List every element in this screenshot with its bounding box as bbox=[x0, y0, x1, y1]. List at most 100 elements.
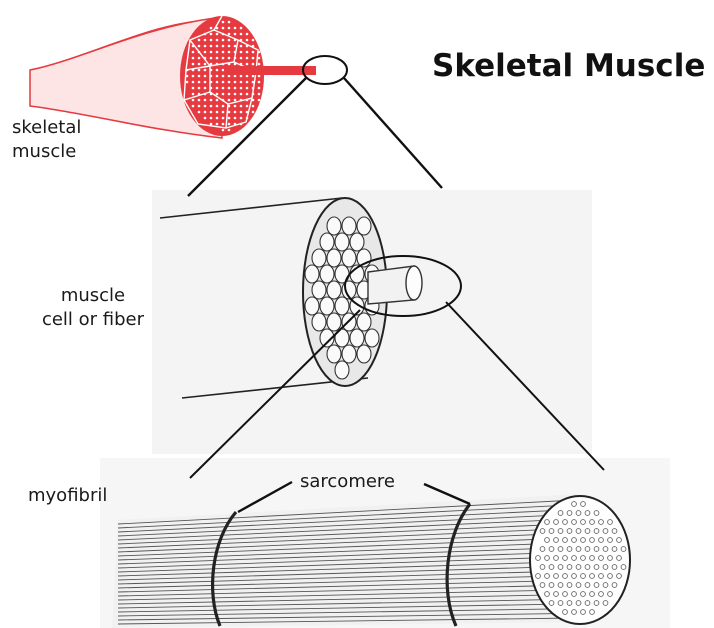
myofiber-dot bbox=[228, 57, 231, 60]
myofiber-dot bbox=[192, 63, 195, 66]
myofiber-dot bbox=[222, 123, 225, 126]
myofiber-dot bbox=[252, 105, 255, 108]
myofiber-dot bbox=[246, 93, 249, 96]
myofiber-dot bbox=[192, 57, 195, 60]
myofiber-dot bbox=[216, 81, 219, 84]
myofiber-dot bbox=[222, 111, 225, 114]
myofiber-dot bbox=[210, 51, 213, 54]
myofiber-dot bbox=[240, 45, 243, 48]
myofiber-dot bbox=[240, 75, 243, 78]
myofiber-dot bbox=[246, 81, 249, 84]
myofiber-dot bbox=[234, 93, 237, 96]
myofiber-dot bbox=[216, 111, 219, 114]
myofiber-dot bbox=[234, 45, 237, 48]
myofiber-dot bbox=[222, 45, 225, 48]
myofiber-dot bbox=[216, 27, 219, 30]
myofiber-dot bbox=[210, 33, 213, 36]
myofiber-dot bbox=[204, 57, 207, 60]
myofiber-dot bbox=[210, 93, 213, 96]
myofiber-dot bbox=[258, 93, 261, 96]
myofiber-dot bbox=[240, 117, 243, 120]
myofiber-dot bbox=[210, 57, 213, 60]
myofiber-dot bbox=[258, 51, 261, 54]
myofiber-dot bbox=[252, 39, 255, 42]
myofiber-dot bbox=[246, 63, 249, 66]
myofibril-bundle-circle bbox=[327, 281, 341, 299]
myofiber-dot bbox=[252, 93, 255, 96]
myofibril-bundle-circle bbox=[327, 345, 341, 363]
myofibril-bundle-circle bbox=[342, 217, 356, 235]
zoom-line-right-1 bbox=[344, 78, 442, 188]
myofiber-dot bbox=[192, 45, 195, 48]
myofibril-bundle-circle bbox=[305, 265, 319, 283]
myofiber-dot bbox=[192, 51, 195, 54]
myofiber-dot bbox=[240, 33, 243, 36]
myofiber-dot bbox=[234, 57, 237, 60]
myofiber-dot bbox=[228, 81, 231, 84]
myofiber-dot bbox=[198, 63, 201, 66]
myofibril-bundle-circle bbox=[350, 329, 364, 347]
myofibril-bundle-circle bbox=[335, 233, 349, 251]
myofiber-dot bbox=[234, 87, 237, 90]
myofiber-dot bbox=[258, 63, 261, 66]
myofibril-bundle-circle bbox=[350, 233, 364, 251]
myofibril-bundle-circle bbox=[312, 313, 326, 331]
myofibril-bundle-circle bbox=[305, 297, 319, 315]
myofibril-bundle-circle bbox=[320, 297, 334, 315]
label-muscle-fiber-line-1: muscle bbox=[28, 284, 158, 308]
myofiber-dot bbox=[198, 69, 201, 72]
myofiber-dot bbox=[204, 81, 207, 84]
myofiber-dot bbox=[198, 45, 201, 48]
myofiber-dot bbox=[246, 105, 249, 108]
myofiber-dot bbox=[186, 75, 189, 78]
myofibril-bundle-circle bbox=[320, 265, 334, 283]
myofiber-dot bbox=[192, 93, 195, 96]
myofibril-bundle-circle bbox=[312, 249, 326, 267]
myofiber-dot bbox=[240, 87, 243, 90]
myofibril-bundle-circle bbox=[357, 217, 371, 235]
myofiber-dot bbox=[204, 111, 207, 114]
myofiber-dot bbox=[228, 93, 231, 96]
myofiber-dot bbox=[186, 81, 189, 84]
myofiber-dot bbox=[204, 87, 207, 90]
myofiber-dot bbox=[252, 87, 255, 90]
myofiber-dot bbox=[204, 117, 207, 120]
myofiber-dot bbox=[246, 51, 249, 54]
myofiber-dot bbox=[252, 111, 255, 114]
myofiber-dot bbox=[204, 99, 207, 102]
myofiber-dot bbox=[222, 99, 225, 102]
myofiber-dot bbox=[210, 87, 213, 90]
myofiber-dot bbox=[222, 51, 225, 54]
myofiber-dot bbox=[192, 69, 195, 72]
myofiber-dot bbox=[228, 27, 231, 30]
myofiber-dot bbox=[246, 45, 249, 48]
label-muscle-fiber-line-2: cell or fiber bbox=[28, 308, 158, 332]
myofiber-dot bbox=[246, 111, 249, 114]
myofiber-dot bbox=[234, 33, 237, 36]
myofiber-dot bbox=[234, 39, 237, 42]
myofiber-dot bbox=[210, 99, 213, 102]
myofiber-dot bbox=[252, 57, 255, 60]
label-muscle-fiber: muscle cell or fiber bbox=[28, 284, 158, 332]
myofiber-dot bbox=[228, 129, 231, 132]
myofiber-dot bbox=[222, 105, 225, 108]
myofiber-dot bbox=[198, 99, 201, 102]
myofiber-dot bbox=[234, 123, 237, 126]
myofiber-dot bbox=[204, 51, 207, 54]
label-sarcomere: sarcomere bbox=[300, 470, 395, 494]
myofibril-bundle-circle bbox=[357, 345, 371, 363]
myofiber-dot bbox=[192, 81, 195, 84]
myofibril-bundle-circle bbox=[320, 233, 334, 251]
myofiber-dot bbox=[210, 39, 213, 42]
myofiber-dot bbox=[204, 75, 207, 78]
myofiber-dot bbox=[198, 81, 201, 84]
myofiber-dot bbox=[210, 117, 213, 120]
myofiber-dot bbox=[258, 75, 261, 78]
myofiber-dot bbox=[204, 105, 207, 108]
myofiber-dot bbox=[198, 105, 201, 108]
myofiber-dot bbox=[210, 27, 213, 30]
myofiber-dot bbox=[240, 99, 243, 102]
myofiber-dot bbox=[252, 63, 255, 66]
myofiber-dot bbox=[210, 81, 213, 84]
myofiber-dot bbox=[222, 93, 225, 96]
